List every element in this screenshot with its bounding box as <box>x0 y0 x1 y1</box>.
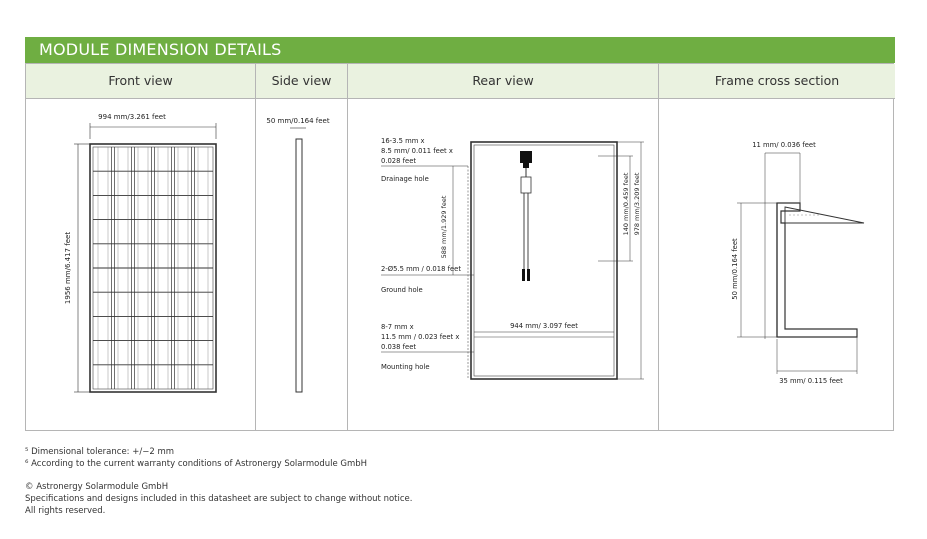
front-view-panel: 994 mm/3.261 feet 1956 mm/6.417 feet <box>26 98 256 431</box>
dimension-table: Front view Side view Rear view Frame cro… <box>25 63 895 431</box>
ground-hole-dims: 2-Ø5.5 mm / 0.018 feet <box>381 265 461 273</box>
rear-width-label: 944 mm/ 3.097 feet <box>510 322 578 330</box>
solar-cell-grid <box>93 147 213 389</box>
column-header-frame-cross-section: Frame cross section <box>659 64 895 98</box>
spec-disclaimer: Specifications and designs included in t… <box>25 494 413 504</box>
side-view-drawing: 50 mm/0.164 feet <box>266 117 330 393</box>
rear-view-panel: 16-3.5 mm x 8.5 mm/ 0.011 feet x 0.028 f… <box>348 98 659 431</box>
rear-right-label-1: 140 mm/0.459 feet <box>622 172 630 235</box>
front-view-drawing: 994 mm/3.261 feet 1956 mm/6.417 feet <box>64 113 217 393</box>
rights-text: All rights reserved. <box>25 506 106 516</box>
frame-height-label: 50 mm/0.164 feet <box>731 238 739 300</box>
mounting-dims-2: 11.5 mm / 0.023 feet x <box>381 333 459 341</box>
column-header-rear-view: Rear view <box>348 64 659 98</box>
column-header-front-view: Front view <box>26 64 256 98</box>
ground-hole-label: Ground hole <box>381 286 423 294</box>
column-header-side-view: Side view <box>256 64 348 98</box>
footnote-warranty: ⁶ According to the current warranty cond… <box>25 459 368 469</box>
drainage-dims-2: 8.5 mm/ 0.011 feet x <box>381 147 453 155</box>
rear-vertical-label: 588 mm/1.929 feet <box>440 195 448 258</box>
drainage-hole-label: Drainage hole <box>381 175 429 183</box>
front-height-label: 1956 mm/6.417 feet <box>64 232 72 304</box>
copyright-text: © Astronergy Solarmodule GmbH <box>25 482 169 492</box>
frame-cross-section-panel: 11 mm/ 0.036 feet 50 mm/0.164 feet 35 mm… <box>659 98 895 431</box>
frame-top-label: 11 mm/ 0.036 feet <box>752 141 816 149</box>
drainage-dims-1: 16-3.5 mm x <box>381 137 425 145</box>
mounting-dims-1: 8-7 mm x <box>381 323 414 331</box>
front-width-label: 994 mm/3.261 feet <box>98 113 166 121</box>
header-bar: MODULE DIMENSION DETAILS <box>25 37 895 63</box>
rear-right-label-2: 978 mm/3.209 feet <box>633 172 641 235</box>
mounting-hole-label: Mounting hole <box>381 363 430 371</box>
frame-bottom-label: 35 mm/ 0.115 feet <box>779 377 843 385</box>
mounting-dims-3: 0.038 feet <box>381 343 416 351</box>
drainage-dims-3: 0.028 feet <box>381 157 416 165</box>
frame-cross-section-drawing: 11 mm/ 0.036 feet 50 mm/0.164 feet 35 mm… <box>731 141 865 385</box>
footnote-tolerance: ⁵ Dimensional tolerance: +/−2 mm <box>25 447 175 457</box>
side-view-panel: 50 mm/0.164 feet <box>256 98 348 431</box>
side-thickness-label: 50 mm/0.164 feet <box>266 117 329 125</box>
rear-view-drawing: 16-3.5 mm x 8.5 mm/ 0.011 feet x 0.028 f… <box>381 137 644 380</box>
page-title: MODULE DIMENSION DETAILS <box>39 40 282 59</box>
